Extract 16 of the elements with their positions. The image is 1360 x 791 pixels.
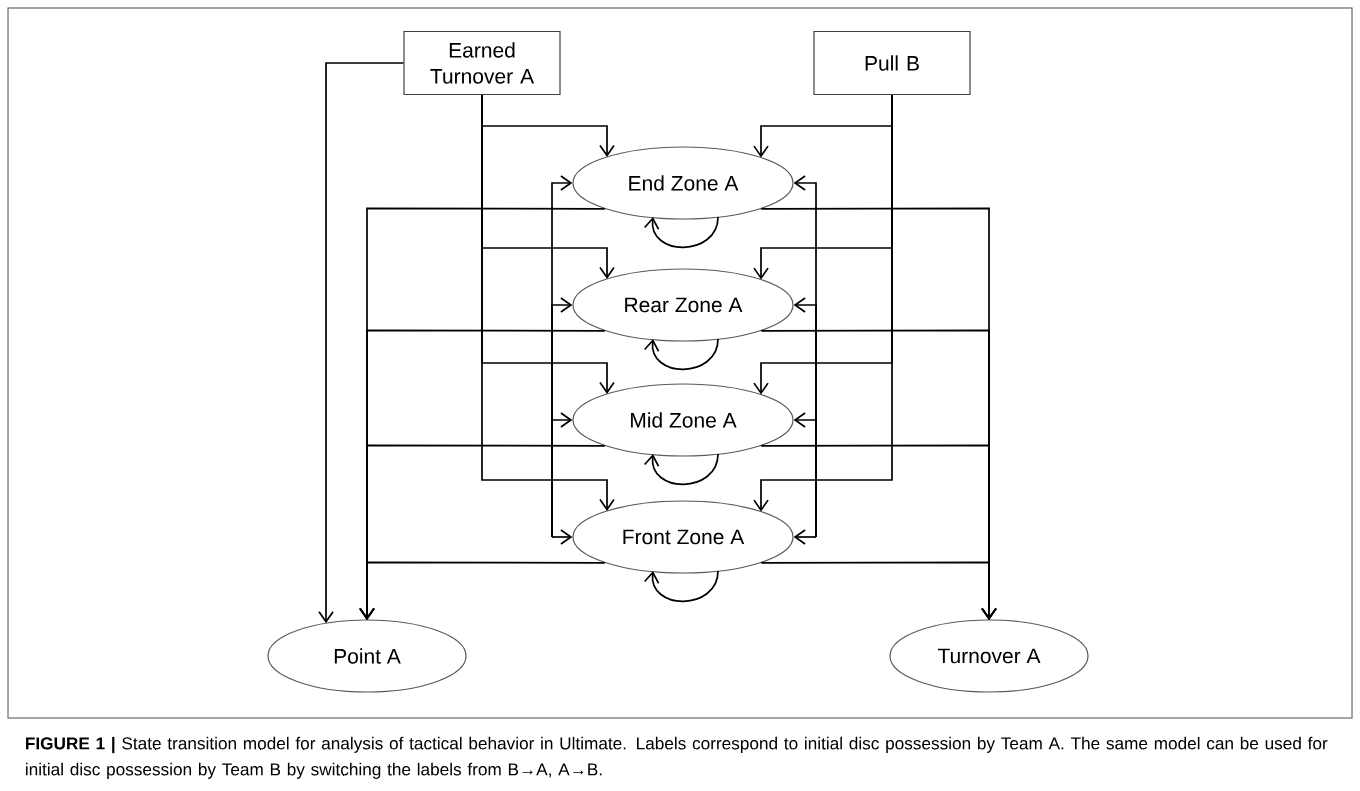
self-loop-arrow [643,453,719,486]
arrow [551,529,573,545]
figure-caption: FIGURE 1 | State transition model for analysis of tactical behavior in Ultimate. Labels correspond to initial disc possession by Team A. The same model can be used for initial disc possession by Team B by switching the labels from B→A, A→B. [26,736,1328,779]
arrow [760,561,997,620]
process-box: Earned Turnover A [403,30,561,96]
arrow [753,94,893,512]
self-loop-arrow [643,570,719,603]
arrow [481,94,615,511]
process-box: Pull B [813,30,971,96]
arrow [793,412,817,538]
arrow [551,412,573,538]
arrow [793,529,817,545]
arrow [359,561,606,620]
arrow [318,62,405,624]
self-loop-arrow [643,216,719,249]
self-loop-arrow [643,338,719,371]
